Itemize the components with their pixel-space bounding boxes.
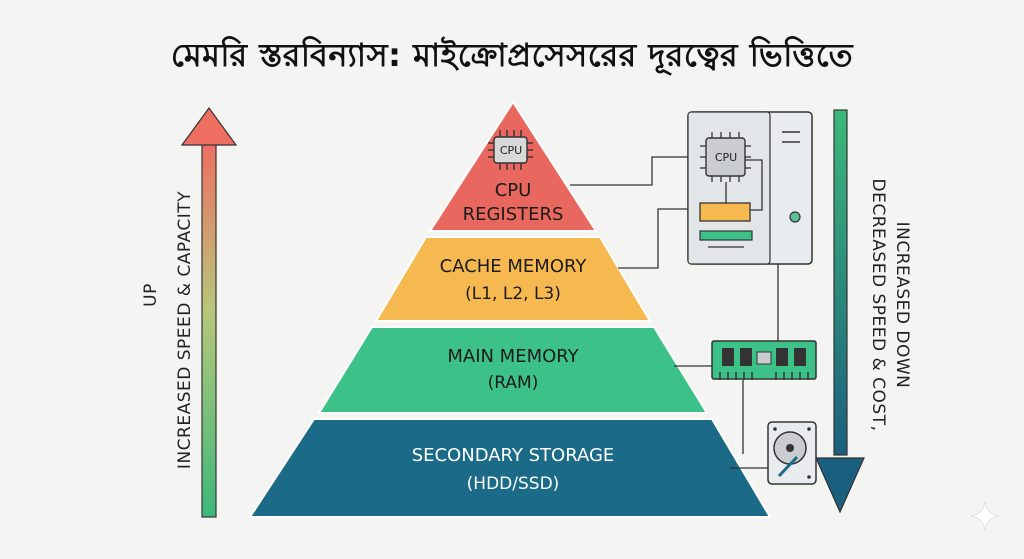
decrease-arrow xyxy=(815,109,865,514)
left-arrow-label-main: INCREASED SPEED & CAPACITY xyxy=(175,191,195,469)
level-cache-memory xyxy=(374,236,652,322)
connector-lines xyxy=(570,156,779,469)
level-secondary-storage-line1: SECONDARY STORAGE xyxy=(412,445,615,466)
computer-tower-icon xyxy=(687,111,813,265)
tower-chip-label: CPU xyxy=(715,151,737,164)
level-main-memory-line2: (RAM) xyxy=(488,373,539,393)
level-cpu-registers-line2: REGISTERS xyxy=(463,204,564,225)
cpu-chip-icon xyxy=(488,130,533,170)
level-cache-memory-line2: (L1, L2, L3) xyxy=(465,284,561,304)
sparkle-icon xyxy=(970,501,1000,531)
level-secondary-storage-line2: (HDD/SSD) xyxy=(467,474,560,494)
left-arrow-label-up: UP xyxy=(141,283,161,307)
chip-label: CPU xyxy=(500,144,522,157)
level-cpu-registers-line1: CPU xyxy=(495,180,532,201)
diagram-title: মেমরি স্তরবিন্যাস: মাইক্রোপ্রসেসরের দূরত… xyxy=(170,36,854,74)
right-arrow-label-line2: INCREASED DOWN xyxy=(892,222,912,389)
level-main-memory-line1: MAIN MEMORY xyxy=(447,346,579,367)
hard-drive-icon xyxy=(767,421,817,485)
pyramid xyxy=(248,100,772,518)
ram-module-icon xyxy=(711,340,817,380)
level-main-memory xyxy=(317,326,709,414)
level-secondary-storage xyxy=(248,418,772,518)
level-cpu-registers xyxy=(428,100,598,232)
right-arrow-label-line1: DECREASED SPEED & COST, xyxy=(868,179,888,432)
level-cache-memory-line1: CACHE MEMORY xyxy=(440,256,588,277)
increase-arrow xyxy=(180,106,238,518)
